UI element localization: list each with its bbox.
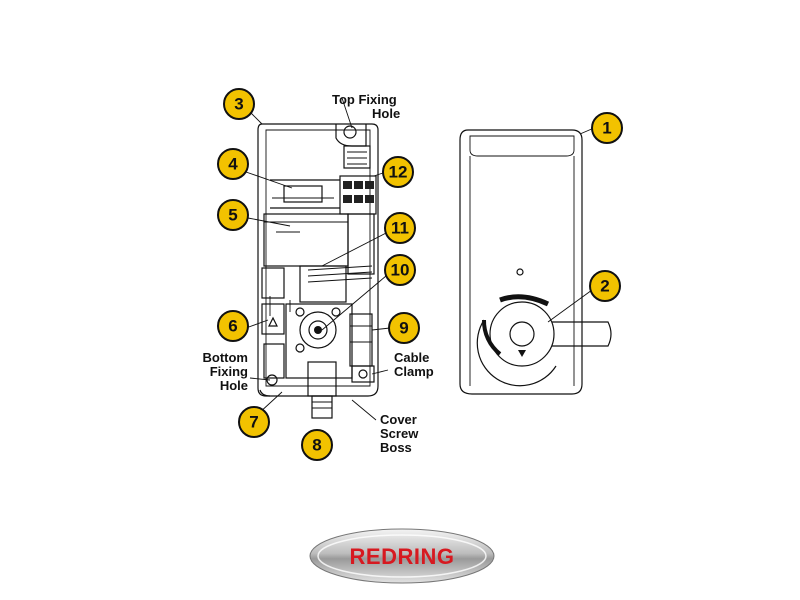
- svg-text:11: 11: [391, 219, 409, 238]
- label-top-fixing-hole: Top Fixing Hole: [332, 92, 400, 121]
- svg-text:8: 8: [312, 436, 321, 455]
- wiring: [261, 213, 375, 316]
- component-4: [270, 179, 340, 209]
- label-cable-clamp: Cable Clamp: [394, 350, 434, 379]
- callout-1: 1: [591, 112, 623, 144]
- svg-text:4: 4: [228, 155, 238, 174]
- svg-text:Hole: Hole: [372, 106, 400, 121]
- svg-text:9: 9: [399, 319, 408, 338]
- cable-clamp: [351, 365, 375, 383]
- callout-4: 4: [217, 148, 249, 180]
- callout-6: 6: [217, 310, 249, 342]
- svg-text:1: 1: [602, 119, 611, 138]
- inlet-pipe: [307, 361, 337, 419]
- top-fixing-hole: [335, 124, 371, 169]
- svg-text:3: 3: [234, 95, 243, 114]
- callout-3: 3: [223, 88, 255, 120]
- svg-text:6: 6: [228, 317, 237, 336]
- svg-text:Cable: Cable: [394, 350, 429, 365]
- label-cover-screw-boss: Cover Screw Boss: [380, 412, 419, 455]
- svg-text:Cover: Cover: [380, 412, 417, 427]
- shower-unit-cover: [459, 129, 612, 395]
- svg-text:Boss: Boss: [380, 440, 412, 455]
- svg-text:Screw: Screw: [380, 426, 419, 441]
- callout-12: 12: [382, 156, 414, 188]
- label-bottom-fixing-hole: Bottom Fixing Hole: [203, 350, 249, 393]
- callout-8: 8: [301, 429, 333, 461]
- terminal-block: [339, 175, 377, 215]
- svg-text:12: 12: [389, 163, 408, 182]
- svg-text:Hole: Hole: [220, 378, 248, 393]
- callout-5: 5: [217, 199, 249, 231]
- redring-logo: REDRING: [309, 528, 495, 584]
- svg-text:Fixing: Fixing: [210, 364, 248, 379]
- callout-9: 9: [388, 312, 420, 344]
- svg-text:10: 10: [391, 261, 410, 280]
- valve-assembly: [263, 303, 373, 379]
- svg-text:5: 5: [228, 206, 237, 225]
- cut-out-switch: [261, 303, 285, 335]
- shower-unit-internal: [257, 123, 379, 419]
- temperature-control-knob: [476, 294, 612, 387]
- svg-text:Bottom: Bottom: [203, 350, 249, 365]
- svg-text:7: 7: [249, 413, 258, 432]
- svg-text:Top Fixing: Top Fixing: [332, 92, 397, 107]
- callout-10: 10: [384, 254, 416, 286]
- svg-text:REDRING: REDRING: [350, 544, 455, 569]
- callout-2: 2: [589, 270, 621, 302]
- svg-text:Clamp: Clamp: [394, 364, 434, 379]
- svg-text:2: 2: [600, 277, 609, 296]
- callout-11: 11: [384, 212, 416, 244]
- heater-can: [263, 213, 349, 267]
- indicator-light: [516, 268, 524, 276]
- callout-7: 7: [238, 406, 270, 438]
